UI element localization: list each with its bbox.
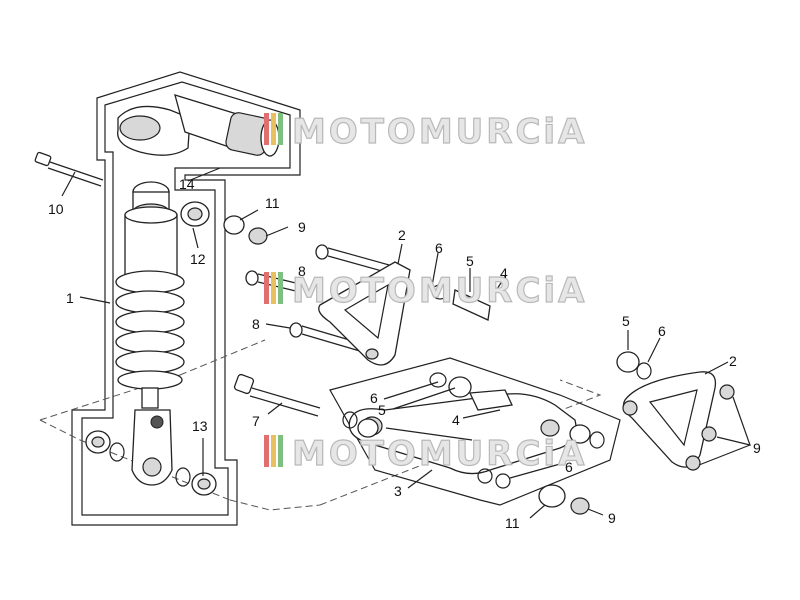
watermark-text: MOTOMURCiA bbox=[292, 434, 587, 474]
callout-11-upper: 11 bbox=[265, 195, 280, 211]
callout-10: 10 bbox=[48, 201, 64, 217]
callout-13: 13 bbox=[192, 418, 208, 434]
watermark-bottom: MOTOMURCiA bbox=[264, 433, 587, 475]
callout-8-lower: 8 bbox=[252, 316, 260, 332]
watermark-text: MOTOMURCiA bbox=[292, 271, 587, 311]
watermark-text: MOTOMURCiA bbox=[292, 112, 587, 152]
callout-4-lower: 4 bbox=[452, 412, 460, 428]
callout-9-upper: 9 bbox=[298, 219, 306, 235]
shock-bolt bbox=[34, 151, 104, 187]
swingarm-frame bbox=[329, 357, 621, 506]
watermark-middle: MOTOMURCiA bbox=[264, 270, 587, 312]
callout-5-upper: 5 bbox=[466, 253, 474, 269]
lower-bushings-13 bbox=[85, 430, 217, 496]
leader-lines bbox=[61, 167, 751, 519]
callout-6-upper: 6 bbox=[435, 240, 443, 256]
callout-5-right: 5 bbox=[622, 313, 630, 329]
rocker-plate-right bbox=[616, 351, 735, 471]
callout-6-left: 6 bbox=[370, 390, 378, 406]
arm-bushings bbox=[342, 372, 605, 489]
callout-1: 1 bbox=[66, 290, 74, 306]
callout-7: 7 bbox=[252, 413, 260, 429]
callout-4-upper: 4 bbox=[500, 265, 508, 281]
callout-2-center: 2 bbox=[398, 227, 406, 243]
spacer-and-nut-upper bbox=[223, 215, 268, 245]
reservoir-assembly bbox=[117, 94, 280, 157]
callout-11-lower: 11 bbox=[505, 515, 520, 531]
callout-2-right: 2 bbox=[729, 353, 737, 369]
spacer-and-nut-lower bbox=[538, 484, 590, 515]
callout-9-right: 9 bbox=[753, 440, 761, 456]
callout-3: 3 bbox=[394, 483, 402, 499]
callout-8-upper: 8 bbox=[298, 263, 306, 279]
callout-labels: 1 2 2 3 4 4 5 5 5 6 6 6 6 7 8 8 9 9 9 10… bbox=[48, 176, 761, 531]
shock-group-frame-inner bbox=[81, 81, 291, 516]
rocker-pin-center bbox=[431, 284, 491, 321]
callout-6-lower: 6 bbox=[565, 459, 573, 475]
callout-9-lower: 9 bbox=[608, 510, 616, 526]
bolt-7 bbox=[233, 373, 321, 417]
callout-12: 12 bbox=[190, 251, 206, 267]
dashed-reference-plane bbox=[39, 339, 602, 511]
watermark-top: MOTOMURCiA bbox=[264, 111, 587, 153]
bushing-12 bbox=[180, 201, 210, 227]
shock-absorber bbox=[115, 181, 185, 486]
callout-6-right: 6 bbox=[658, 323, 666, 339]
shock-group-frame bbox=[71, 71, 301, 526]
rocker-plate-center bbox=[318, 261, 411, 366]
callout-14: 14 bbox=[179, 176, 195, 192]
callout-5-lower: 5 bbox=[378, 402, 386, 418]
